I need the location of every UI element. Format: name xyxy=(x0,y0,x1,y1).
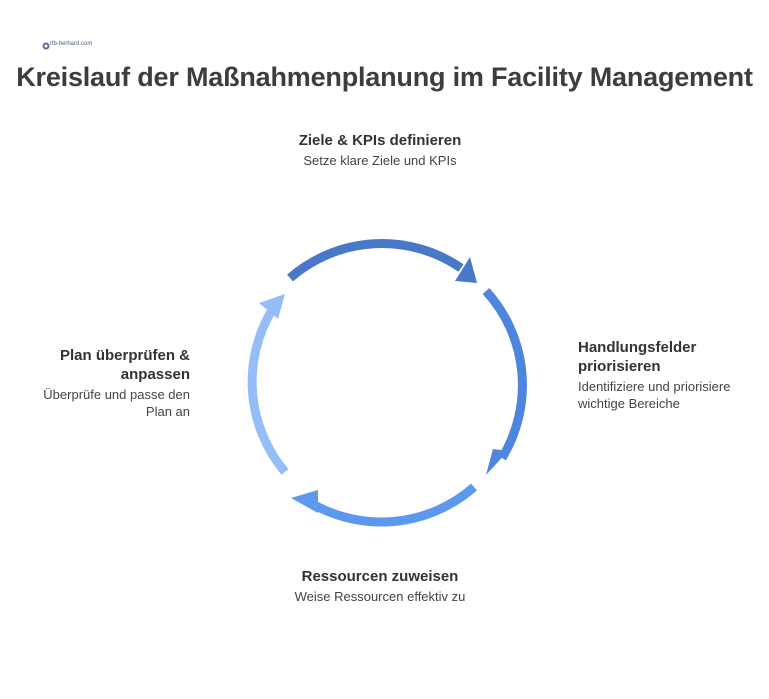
arrow-left-arc xyxy=(247,307,289,475)
step-define-goals: Ziele & KPIs definieren Setze klare Ziel… xyxy=(290,131,470,169)
step-title: Ziele & KPIs definieren xyxy=(298,132,462,149)
arrow-right-arc xyxy=(482,287,527,461)
step-description: Identifiziere und priorisiere wichtige B… xyxy=(578,379,731,411)
step-description: Überprüfe und passe den Plan an xyxy=(43,387,190,419)
arrow-top-arc xyxy=(287,239,464,282)
step-title: Handlungsfelder priorisieren xyxy=(578,339,697,375)
step-description: Weise Ressourcen effektiv zu xyxy=(294,589,466,604)
step-prioritize: Handlungsfelder priorisieren Identifizie… xyxy=(578,338,738,412)
step-allocate-resources: Ressourcen zuweisen Weise Ressourcen eff… xyxy=(290,567,470,605)
page-title: Kreislauf der Maßnahmenplanung im Facili… xyxy=(16,62,753,92)
logo-text: rlb-berhard.com xyxy=(50,41,93,47)
arrow-top-head xyxy=(455,257,477,283)
arrow-left-head xyxy=(259,294,285,319)
step-description: Setze klare Ziele und KPIs xyxy=(303,153,457,168)
step-title: Ressourcen zuweisen xyxy=(301,568,459,585)
arrow-bottom-arc xyxy=(303,483,477,527)
arrow-bottom-head xyxy=(291,490,318,513)
logo-icon xyxy=(42,42,50,50)
step-review-plan: Plan überprüfen & anpassen Überprüfe und… xyxy=(40,346,190,420)
arrow-right-head xyxy=(486,449,508,475)
step-title: Plan überprüfen & anpassen xyxy=(59,347,190,383)
